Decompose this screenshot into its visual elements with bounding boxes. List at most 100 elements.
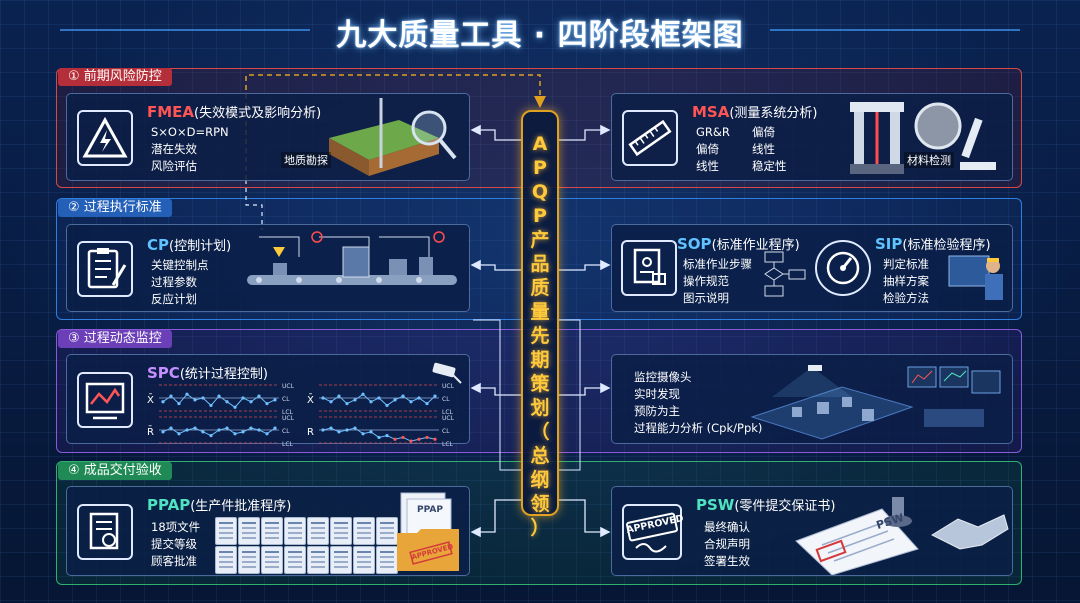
control-chart-point	[185, 393, 188, 396]
control-chart-point	[385, 404, 388, 407]
ppap-folder-illustration	[393, 489, 463, 573]
control-chart-point	[433, 438, 436, 441]
apqp-char: 策	[523, 372, 557, 396]
flowchart-illustration	[759, 250, 809, 310]
control-chart-point	[401, 395, 404, 398]
control-limit-label: UCL	[442, 415, 455, 422]
control-chart-point	[377, 396, 380, 399]
control-chart-point	[161, 430, 164, 433]
certificate-icon	[77, 504, 133, 560]
cp-title: CP(控制计划)	[147, 235, 231, 254]
control-chart-point	[337, 430, 340, 433]
control-chart-label: X̄	[147, 393, 154, 406]
document-grid	[215, 517, 399, 573]
control-limit-label: CL	[442, 396, 450, 403]
control-chart-point	[377, 436, 380, 439]
document-flow-icon	[621, 240, 677, 296]
control-chart-point	[361, 432, 364, 435]
control-chart-point	[233, 406, 236, 409]
control-chart-point	[273, 398, 276, 401]
control-chart-point	[185, 428, 188, 431]
apqp-char: 质	[523, 276, 557, 300]
ppap-document-thumb	[261, 546, 283, 574]
security-camera-icon	[429, 361, 465, 385]
ppap-document-thumb	[284, 517, 306, 545]
ppap-document-thumb	[353, 517, 375, 545]
psw-points: 最终确认 合规声明 签署生效	[704, 519, 750, 570]
sip-points: 判定标准 抽样方案 检验方法	[883, 256, 929, 307]
cp-points: 关键控制点 过程参数 反应计划	[151, 257, 209, 308]
spc-title: SPC(统计过程控制)	[147, 363, 268, 382]
apqp-char: 领	[523, 492, 557, 516]
control-chart-point	[385, 434, 388, 437]
apqp-char: 期	[523, 348, 557, 372]
control-chart-point	[169, 427, 172, 430]
control-chart-point	[409, 440, 412, 443]
ppap-document-thumb	[215, 517, 237, 545]
inspector-illustration	[947, 250, 1007, 310]
apqp-char: P	[523, 156, 557, 180]
apqp-char: A	[523, 132, 557, 156]
control-chart-point	[201, 396, 204, 399]
sop-points: 标准作业步骤 操作规范 图示说明	[683, 256, 752, 307]
control-limit-label: LCL	[282, 441, 294, 447]
control-chart-point	[209, 404, 212, 407]
control-chart-point	[353, 427, 356, 430]
ppap-title: PPAP(生产件批准程序)	[147, 495, 291, 514]
fmea-card[interactable]: FMEA(失效模式及影响分析) S×O×D=RPN 潜在失效 风险评估 地质勘探	[66, 93, 470, 181]
psw-card[interactable]: APPROVED PSW(零件提交保证书) 最终确认 合规声明 签署生效 PSW	[611, 486, 1013, 576]
control-chart-point	[241, 396, 244, 399]
control-chart-point	[217, 428, 220, 431]
control-chart-point	[241, 430, 244, 433]
apqp-char: 产	[523, 228, 557, 252]
msa-card[interactable]: MSA(测量系统分析) GR&R 偏倚 线性 偏倚 线性 稳定性 材料检测	[611, 93, 1013, 181]
control-chart-point	[369, 430, 372, 433]
fmea-points: S×O×D=RPN 潜在失效 风险评估	[151, 124, 229, 175]
control-chart-point	[217, 395, 220, 398]
ppap-points: 18项文件 提交等级 顾客批准	[151, 519, 200, 570]
control-chart-point	[369, 400, 372, 403]
psw-document-handshake-illustration	[782, 489, 1012, 575]
sip-block[interactable]: SIP(标准检验程序) 判定标准 抽样方案 检验方法	[811, 224, 1013, 312]
control-chart-point	[209, 434, 212, 437]
control-chart-point	[177, 432, 180, 435]
control-chart-point	[409, 400, 412, 403]
warning-lightning-icon	[77, 110, 133, 166]
control-chart-point	[161, 400, 164, 403]
control-chart-point	[329, 427, 332, 430]
apqp-char: Q	[523, 180, 557, 204]
ppap-card[interactable]: PPAP(生产件批准程序) 18项文件 提交等级 顾客批准 PPAP APPRO…	[66, 486, 470, 576]
monitoring-card[interactable]: 监控摄像头 实时发现 预防为主 过程能力分析 (Cpk/Ppk)	[611, 354, 1013, 444]
control-charts: X̄UCLCLLCLR̄UCLCLLCLX̄UCLCLLCLRUCLCLLCL	[145, 381, 465, 447]
control-chart-point	[393, 398, 396, 401]
msa-points-left: GR&R 偏倚 线性	[696, 124, 730, 175]
msa-caption: 材料检测	[904, 152, 954, 168]
ppap-document-thumb	[307, 546, 329, 574]
apqp-char: ）	[523, 516, 557, 540]
control-chart-label: R	[307, 427, 314, 438]
control-limit-label: CL	[282, 428, 290, 435]
msa-points-right: 偏倚 线性 稳定性	[752, 124, 787, 175]
control-limit-label: LCL	[442, 441, 454, 447]
cp-card[interactable]: CP(控制计划) 关键控制点 过程参数 反应计划	[66, 224, 470, 312]
clipboard-checklist-icon	[77, 241, 133, 297]
ppap-document-thumb	[284, 546, 306, 574]
fmea-caption: 地质勘探	[281, 152, 331, 168]
ruler-icon	[622, 110, 678, 166]
gauge-icon	[815, 240, 871, 296]
ppap-document-thumb	[353, 546, 375, 574]
factory-monitoring-illustration	[712, 357, 1012, 443]
sop-block[interactable]: SOP(标准作业程序) 标准作业步骤 操作规范 图示说明	[611, 224, 811, 312]
control-chart-point	[321, 396, 324, 399]
control-limit-label: UCL	[282, 415, 295, 422]
control-chart-point	[169, 395, 172, 398]
ppap-document-thumb	[261, 517, 283, 545]
apqp-char: 总	[523, 444, 557, 468]
ppap-document-thumb	[215, 546, 237, 574]
msa-title: MSA(测量系统分析)	[692, 102, 818, 121]
control-chart-point	[225, 400, 228, 403]
control-chart-point	[345, 428, 348, 431]
control-chart-point	[265, 402, 268, 405]
